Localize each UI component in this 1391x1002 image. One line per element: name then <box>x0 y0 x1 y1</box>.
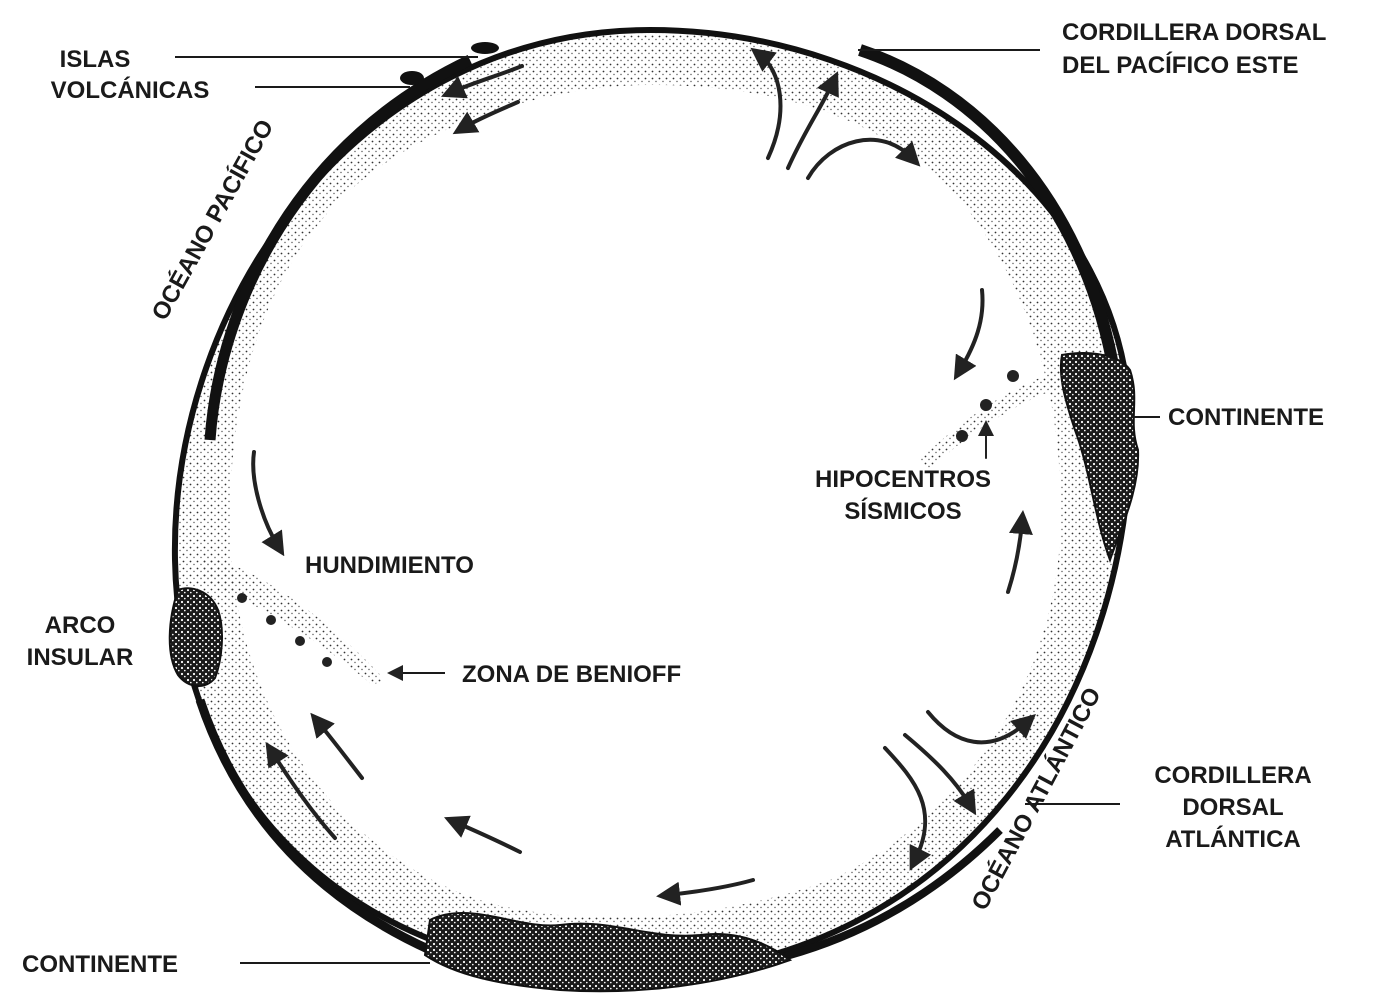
hypocentre-dot <box>956 430 968 442</box>
earth-shell <box>175 30 1130 975</box>
hypocentre-dot <box>295 636 305 646</box>
hypocentre-dot <box>980 399 992 411</box>
label-arco: ARCO <box>45 612 116 639</box>
label-volcanicas: VOLCÁNICAS <box>51 76 210 104</box>
label-zona-benioff: ZONA DE BENIOFF <box>462 661 681 688</box>
volcanic-island <box>400 71 424 85</box>
label-sismicos: SÍSMICOS <box>844 497 961 525</box>
label-continente-right: CONTINENTE <box>1168 404 1324 431</box>
island-arc-block <box>170 588 222 686</box>
label-cordillera-pacifico-1: CORDILLERA DORSAL <box>1062 19 1326 46</box>
hypocentre-dot <box>322 657 332 667</box>
hypocentre-dot <box>266 615 276 625</box>
volcanic-island <box>471 42 499 54</box>
label-cordillera-atl-3: ATLÁNTICA <box>1165 825 1301 853</box>
label-islas: ISLAS <box>60 46 131 73</box>
label-hundimiento: HUNDIMIENTO <box>305 552 474 579</box>
label-hipocentros: HIPOCENTROS <box>815 466 991 493</box>
hypocentre-dot <box>237 593 247 603</box>
hypocentre-dot <box>1007 370 1019 382</box>
label-cordillera-atl-1: CORDILLERA <box>1154 762 1311 789</box>
label-cordillera-atl-2: DORSAL <box>1182 794 1283 821</box>
label-insular: INSULAR <box>27 644 134 671</box>
label-continente-bottom: CONTINENTE <box>22 951 178 978</box>
label-cordillera-pacifico-2: DEL PACÍFICO ESTE <box>1062 51 1298 79</box>
